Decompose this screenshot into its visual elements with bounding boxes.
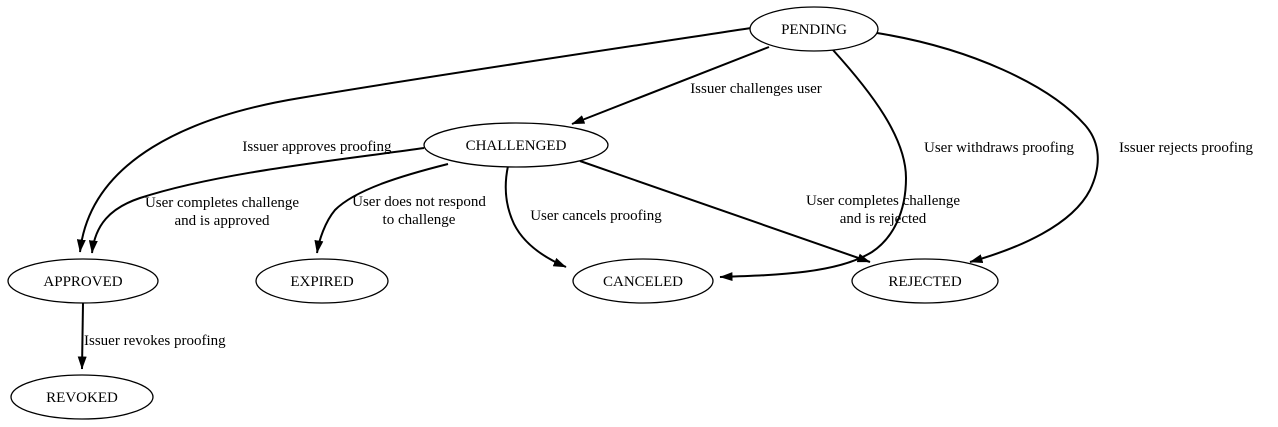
state-ellipse-revoked [10, 374, 154, 420]
edge-label-challenged-canceled: User cancels proofing [530, 208, 662, 224]
edge-pending-canceled [719, 49, 908, 282]
state-node-label-challenged: CHALLENGED [466, 138, 567, 154]
state-ellipse-pending [749, 6, 879, 52]
edge-pending-approved [76, 27, 752, 253]
edge-challenged-expired [314, 163, 449, 254]
edge-pending-challenged [571, 46, 770, 125]
edge-challenged-approved [88, 147, 425, 254]
state-node-label-pending: PENDING [781, 22, 847, 38]
edge-label-challenged-approved-line2: and is approved [175, 213, 270, 229]
state-node-label-expired: EXPIRED [290, 274, 354, 290]
state-ellipse-canceled [572, 258, 714, 304]
edge-approved-revoked [77, 302, 87, 370]
edge-pending-rejected [876, 32, 1099, 263]
state-node-label-canceled: CANCELED [603, 274, 683, 290]
state-node-expired: EXPIRED [255, 258, 389, 304]
edge-label-challenged-expired-line1: User does not respond [352, 194, 486, 210]
edge-label-challenged-rejected-line2: and is rejected [840, 211, 927, 227]
edge-label-pending-rejected: Issuer rejects proofing [1119, 140, 1254, 156]
edge-label-challenged-approved-line1: User completes challenge [145, 195, 299, 211]
edge-label-approved-revoked: Issuer revokes proofing [84, 333, 226, 349]
state-node-label-rejected: REJECTED [888, 274, 961, 290]
state-node-canceled: CANCELED [572, 258, 714, 304]
edge-label-pending-canceled: User withdraws proofing [924, 140, 1074, 156]
nodes-layer: PENDING CHALLENGED APPROVED EXPIRED CANCELED… [7, 6, 999, 420]
state-node-label-approved: APPROVED [43, 274, 122, 290]
edge-label-challenged-rejected-line1: User completes challenge [806, 193, 960, 209]
edge-label-pending-challenged: Issuer challenges user [690, 81, 822, 97]
state-node-rejected: REJECTED [851, 258, 999, 304]
state-ellipse-challenged [423, 122, 609, 168]
state-ellipse-rejected [851, 258, 999, 304]
edge-label-challenged-expired-line2: to challenge [383, 212, 456, 228]
state-node-pending: PENDING [749, 6, 879, 52]
state-node-approved: APPROVED [7, 258, 159, 304]
edge-challenged-rejected [579, 160, 871, 263]
state-ellipse-expired [255, 258, 389, 304]
edge-challenged-canceled [504, 165, 567, 268]
state-node-revoked: REVOKED [10, 374, 154, 420]
state-node-label-revoked: REVOKED [46, 390, 118, 406]
state-node-challenged: CHALLENGED [423, 122, 609, 168]
edge-label-pending-approved: Issuer approves proofing [242, 139, 392, 155]
state-ellipse-approved [7, 258, 159, 304]
